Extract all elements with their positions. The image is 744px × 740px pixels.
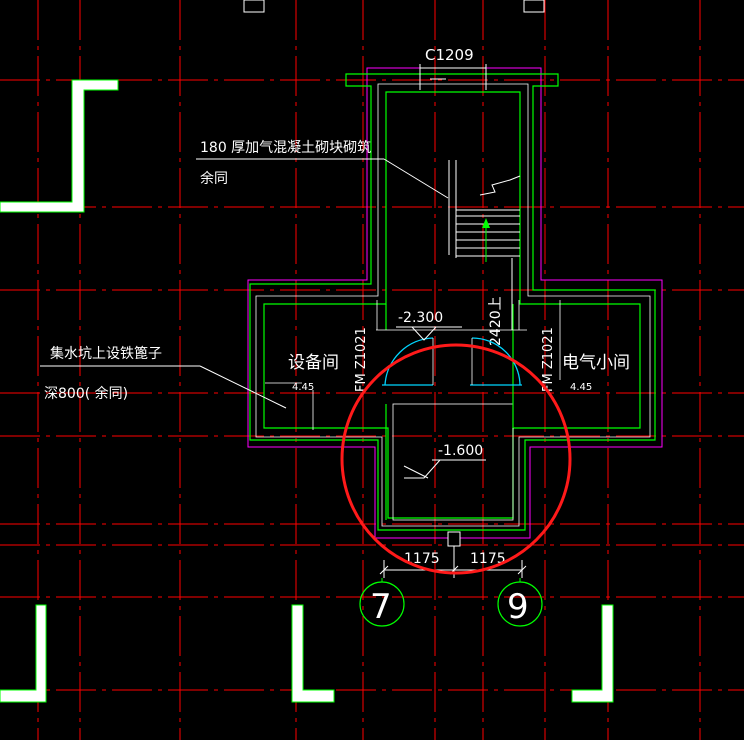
room-right-level: 4.45: [570, 382, 592, 393]
room-right-label: 电气小间: [562, 353, 630, 373]
sump-note-leader: [40, 365, 287, 409]
sump-note-line1: 集水坑上设铁篦子: [50, 345, 162, 362]
axis-label-9: 9: [507, 587, 529, 627]
axis-label-7: 7: [370, 587, 392, 627]
door-left-tag: FM Z1021: [354, 327, 369, 392]
dimension-line: [379, 531, 527, 578]
level-upper: -2.300: [398, 310, 443, 326]
core-walls: [249, 73, 656, 531]
wall-note-line1: 180 厚加气混凝土砌块砌筑: [200, 140, 371, 156]
level-marker-upper: [396, 326, 462, 341]
room-left-level: 4.45: [292, 382, 314, 393]
wall-note-leader: [196, 158, 449, 199]
exterior-walls: [0, 0, 545, 213]
axis-bubble-7: [359, 578, 405, 627]
level-marker-lower: [403, 459, 486, 479]
stair: [448, 160, 521, 330]
highlight-circle: [340, 343, 572, 575]
window-tag: C1209: [425, 46, 474, 64]
stair-label: 2420上: [488, 296, 504, 346]
room-left-label: 设备间: [288, 353, 339, 373]
bottom-walls: [0, 604, 614, 703]
door-right-tag: FM Z1021: [541, 327, 556, 392]
axis-bubble-9: [497, 578, 543, 627]
wall-note-line2: 余同: [200, 170, 228, 187]
level-lower: -1.600: [438, 443, 483, 459]
dim-right: 1175: [470, 551, 506, 567]
building-outline: [247, 67, 663, 539]
sump-note-line2: 深800( 余同): [44, 385, 128, 402]
window-c1209: [419, 64, 487, 90]
